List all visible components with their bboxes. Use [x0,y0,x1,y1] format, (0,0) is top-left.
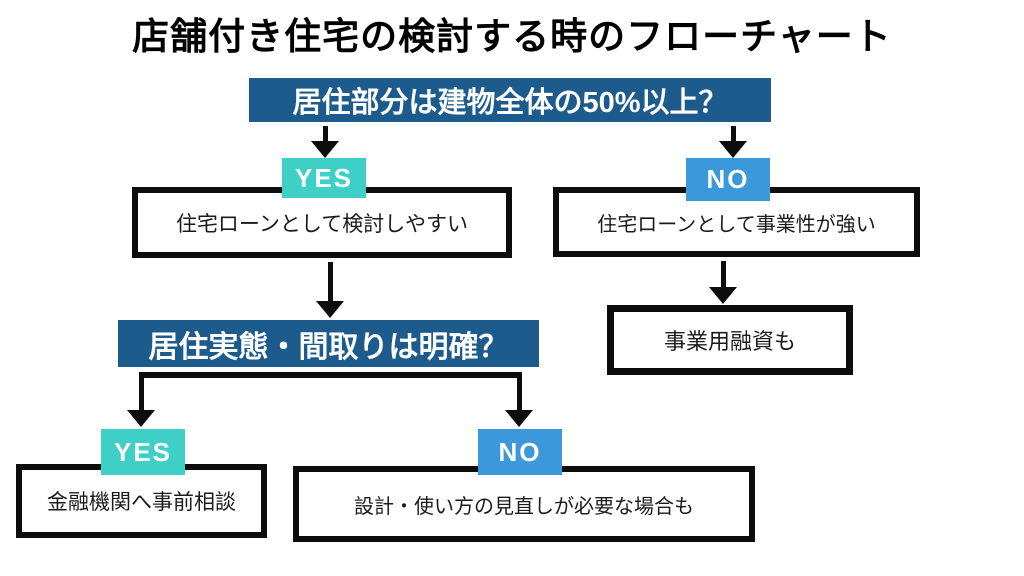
arrow-head-icon [719,141,747,158]
arrow-shaft [516,372,522,410]
arrow-result-to-business-loan [709,261,737,304]
result-box-consult-bank: 金融機関へ事前相談 [16,464,267,538]
arrow-shaft [327,262,333,301]
arrow-shaft [730,126,736,141]
arrow-head-icon [505,410,533,427]
arrow-head-icon [709,287,737,304]
arrow-shaft [322,126,328,141]
arrow-q2-to-no [505,372,533,427]
result-box-redesign-needed: 設計・使い方の見直しが必要な場合も [293,466,755,542]
page-title: 店舗付き住宅の検討する時のフローチャート [132,16,892,57]
no-tag-2: NO [478,429,562,475]
question-box-residential-ratio: 居住部分は建物全体の50%以上？ [249,78,771,122]
no-tag-1: NO [686,158,770,201]
question-box-floor-plan: 居住実態・間取りは明確？ [118,320,539,367]
arrow-head-icon [127,410,155,427]
arrow-head-icon [316,301,344,318]
arrow-head-icon [311,141,339,158]
arrow-q1-to-yes [311,126,339,158]
connector-bar [139,372,521,378]
arrow-shaft [720,261,726,287]
yes-tag-1: YES [282,158,366,198]
arrow-q1-to-no [719,126,747,158]
result-box-business-loan: 事業用融資も [607,305,853,375]
yes-tag-2: YES [101,429,185,475]
arrow-q2-to-yes [127,372,155,427]
arrow-result-to-q2 [316,262,344,318]
arrow-shaft [138,372,144,410]
